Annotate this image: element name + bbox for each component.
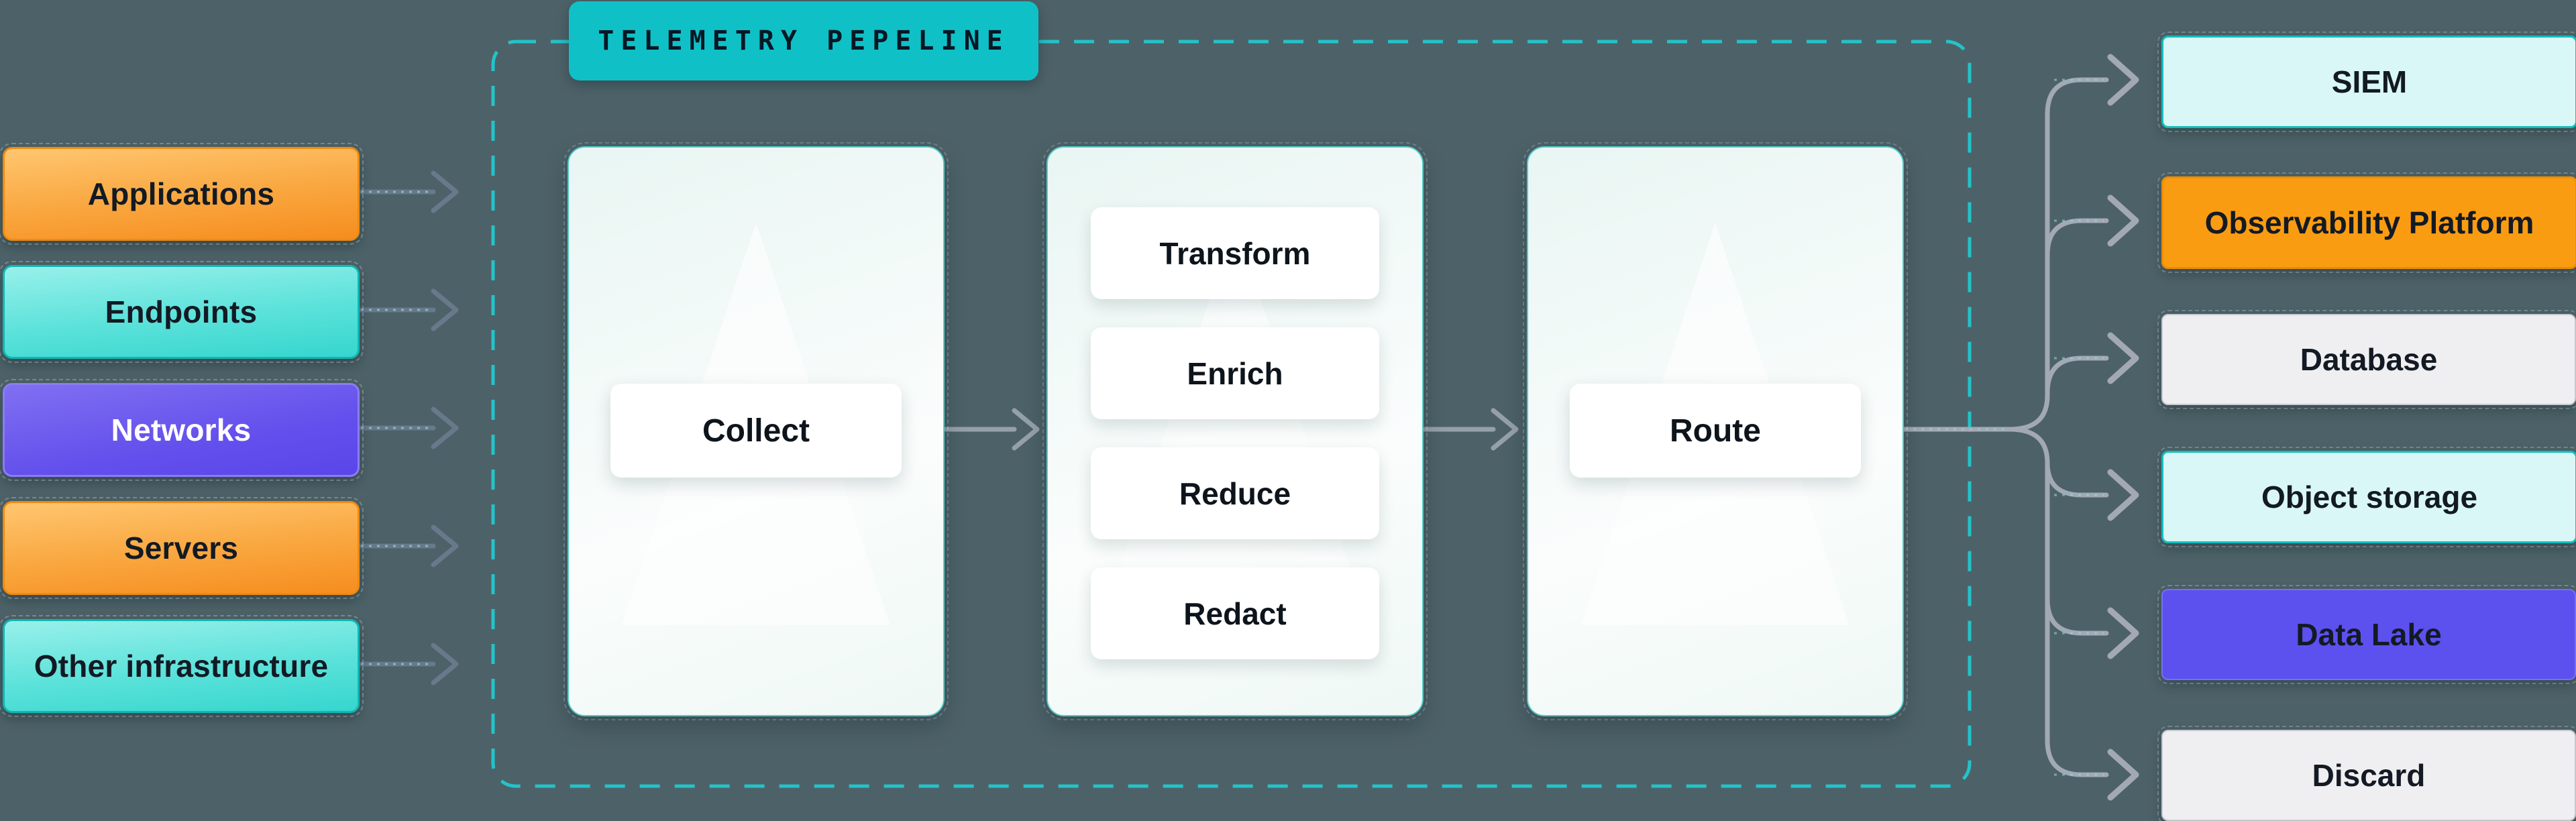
fan-down xyxy=(2007,427,2109,777)
step-label: Redact xyxy=(1183,596,1287,631)
fan-branch-observability xyxy=(2045,218,2109,258)
source-label: Networks xyxy=(111,413,252,447)
badge-label: TELEMETRY PEPELINE xyxy=(598,25,1010,56)
route-fanout-arrows xyxy=(1900,54,2139,801)
source-box-other-infrastructure: Other infrastructure xyxy=(0,615,364,717)
step-label: Transform xyxy=(1159,235,1311,271)
destination-label: Data Lake xyxy=(2296,617,2442,652)
pipeline-dashed-frame xyxy=(491,40,1972,788)
stage-label-text: Route xyxy=(1670,413,1761,449)
source-label: Servers xyxy=(123,531,239,565)
step-label: Enrich xyxy=(1187,355,1283,391)
source-box-networks: Networks xyxy=(0,379,364,481)
fan-dotted-overlays xyxy=(1905,78,2104,776)
fan-branch-data-lake xyxy=(2045,596,2109,636)
destination-label: Database xyxy=(2300,342,2438,377)
process-step-reduce: Reduce xyxy=(1091,447,1379,539)
process-step-enrich: Enrich xyxy=(1091,327,1379,419)
destination-label: Observability Platform xyxy=(2204,205,2534,240)
stage-label-text: Collect xyxy=(702,413,810,449)
source-arrow-dotted-overlays xyxy=(361,190,431,665)
stage-panel-process: Transform Enrich Reduce Redact xyxy=(1042,142,1428,720)
stage-arrows xyxy=(943,408,1519,451)
source-box-applications: Applications xyxy=(0,143,364,245)
arrow-process-to-route xyxy=(1422,408,1519,451)
destination-label: SIEM xyxy=(2331,64,2408,99)
destination-box-database: Database xyxy=(2157,310,2576,409)
source-label: Other infrastructure xyxy=(34,649,329,683)
source-label: Endpoints xyxy=(105,294,258,329)
process-step-redact: Redact xyxy=(1091,567,1379,659)
step-label: Reduce xyxy=(1179,476,1291,511)
destination-label: Object storage xyxy=(2261,480,2478,514)
stage-panel-route: Route xyxy=(1523,142,1908,720)
fan-arrowheads xyxy=(2107,54,2139,801)
destination-box-object-storage: Object storage xyxy=(2157,447,2576,547)
fan-branch-database xyxy=(2045,355,2109,396)
telemetry-pipeline-badge: TELEMETRY PEPELINE xyxy=(569,1,1038,80)
arrow-applications xyxy=(356,170,459,213)
arrow-servers xyxy=(356,525,459,567)
fan-up xyxy=(2007,77,2109,432)
destination-box-siem: SIEM xyxy=(2157,32,2576,132)
source-arrows xyxy=(356,170,459,686)
fan-branch-object-storage xyxy=(2045,460,2109,498)
arrow-other-infrastructure xyxy=(356,643,459,686)
stage-panel-collect: Collect xyxy=(564,142,949,720)
destination-box-data-lake: Data Lake xyxy=(2157,585,2576,684)
destination-box-discard: Discard xyxy=(2157,726,2576,821)
destination-box-observability-platform: Observability Platform xyxy=(2157,172,2576,273)
arrow-collect-to-process xyxy=(943,408,1040,451)
source-box-endpoints: Endpoints xyxy=(0,261,364,363)
process-step-transform: Transform xyxy=(1091,207,1379,299)
source-box-servers: Servers xyxy=(0,497,364,599)
route-label-card: Route xyxy=(1570,384,1861,478)
arrow-endpoints xyxy=(356,288,459,331)
destination-label: Discard xyxy=(2312,758,2426,793)
collect-label-card: Collect xyxy=(610,384,902,478)
arrow-networks xyxy=(356,406,459,449)
source-label: Applications xyxy=(87,176,275,211)
